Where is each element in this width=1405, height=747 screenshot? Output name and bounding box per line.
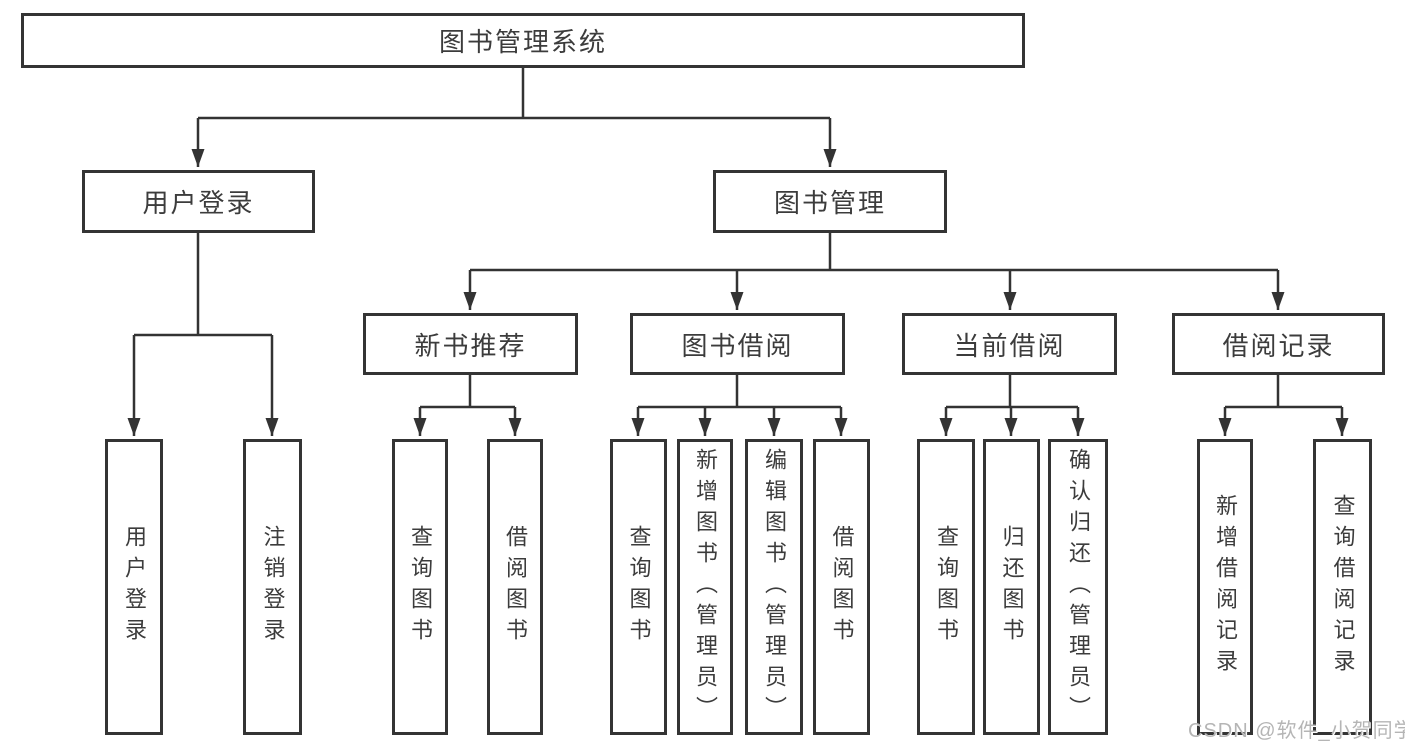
- node-book-borrow: 图书借阅: [630, 313, 845, 375]
- node-user-login: 用户登录: [82, 170, 315, 233]
- leaf-current-query-book: 查询图书: [917, 439, 975, 735]
- node-label: 图书借阅: [681, 330, 794, 361]
- node-borrow-records: 借阅记录: [1172, 313, 1385, 375]
- node-label: 查询借阅记录: [1330, 494, 1356, 680]
- node-label: 确认归还（管理员）: [1066, 447, 1091, 727]
- node-book-management: 图书管理: [713, 170, 947, 233]
- node-label: 新增借阅记录: [1213, 494, 1238, 680]
- leaf-add-borrow-record: 新增借阅记录: [1197, 439, 1253, 735]
- node-label: 查询图书: [934, 525, 959, 649]
- leaf-logout: 注销登录: [243, 439, 302, 735]
- leaf-query-borrow-record: 查询借阅记录: [1313, 439, 1372, 735]
- node-library-management-system: 图书管理系统: [21, 13, 1025, 68]
- node-label: 编辑图书（管理员）: [762, 447, 787, 727]
- node-label: 查询图书: [626, 525, 652, 649]
- leaf-user-login: 用户登录: [105, 439, 163, 735]
- node-label: 注销登录: [260, 525, 286, 649]
- node-label: 图书管理系统: [438, 27, 607, 57]
- node-label: 借阅记录: [1222, 330, 1335, 361]
- node-label: 图书管理: [773, 188, 886, 218]
- leaf-borrow-book: 借阅图书: [813, 439, 870, 735]
- node-label: 借阅图书: [503, 525, 528, 649]
- node-label: 新增图书（管理员）: [693, 447, 718, 727]
- leaf-return-book: 归还图书: [983, 439, 1040, 735]
- leaf-borrow-query-book: 查询图书: [610, 439, 667, 735]
- node-label: 新书推荐: [414, 330, 527, 361]
- leaf-confirm-return-admin: 确认归还（管理员）: [1048, 439, 1108, 735]
- node-label: 归还图书: [999, 525, 1025, 649]
- node-new-book-recommend: 新书推荐: [363, 313, 578, 375]
- node-label: 查询图书: [408, 525, 433, 649]
- leaf-edit-book-admin: 编辑图书（管理员）: [745, 439, 803, 735]
- leaf-add-book-admin: 新增图书（管理员）: [677, 439, 733, 735]
- node-label: 当前借阅: [953, 330, 1066, 361]
- node-current-borrow: 当前借阅: [902, 313, 1117, 375]
- leaf-recommend-query-book: 查询图书: [392, 439, 448, 735]
- node-label: 用户登录: [142, 188, 255, 218]
- leaf-recommend-borrow-book: 借阅图书: [487, 439, 543, 735]
- csdn-watermark: CSDN @软件_小贺同学: [1188, 720, 1405, 742]
- node-label: 借阅图书: [829, 525, 855, 649]
- node-label: 用户登录: [122, 525, 147, 649]
